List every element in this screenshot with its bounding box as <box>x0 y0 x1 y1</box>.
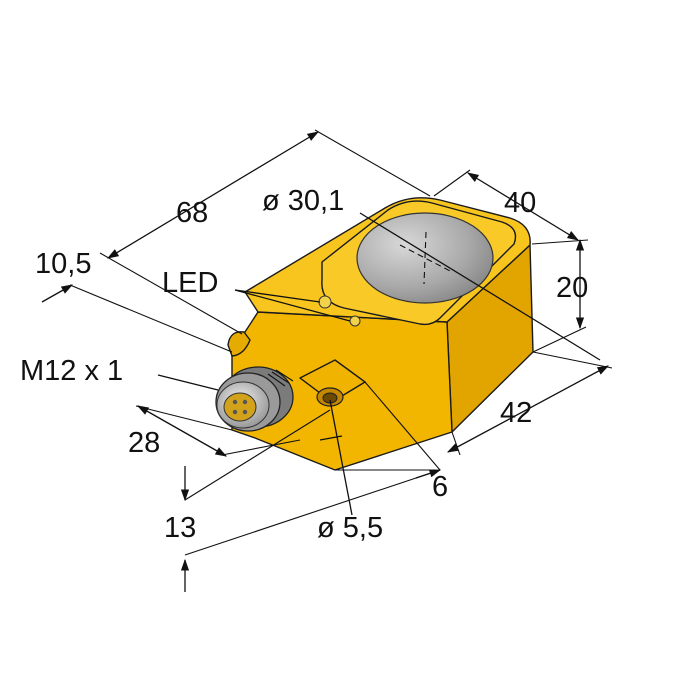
sensor-housing <box>215 197 534 471</box>
m12-connector <box>215 366 294 432</box>
thread-size-label: M12 x 1 <box>20 355 123 387</box>
dim-6-label: 6 <box>432 471 448 503</box>
dim-28-label: 28 <box>128 427 160 459</box>
dim-68-label: 68 <box>176 197 208 229</box>
sensing-face <box>356 212 494 304</box>
led-label: LED <box>162 267 218 299</box>
dimension-lines <box>41 129 613 592</box>
dim-diameter-5-5-label: ø 5,5 <box>317 512 383 544</box>
dim-13-label: 13 <box>164 512 196 544</box>
dim-40-label: 40 <box>504 187 536 219</box>
dim-diameter-30-1-label: ø 30,1 <box>262 185 344 217</box>
led-indicator-2 <box>349 315 361 327</box>
dimension-labels: 68 ø 30,1 40 10,5 LED 20 M12 x 1 42 28 6… <box>20 185 588 544</box>
dim-20-label: 20 <box>556 272 588 304</box>
dim-10-5-label: 10,5 <box>35 248 91 280</box>
mounting-notch <box>227 331 251 357</box>
dim-42-label: 42 <box>500 397 532 429</box>
led-indicator-1 <box>318 295 332 309</box>
